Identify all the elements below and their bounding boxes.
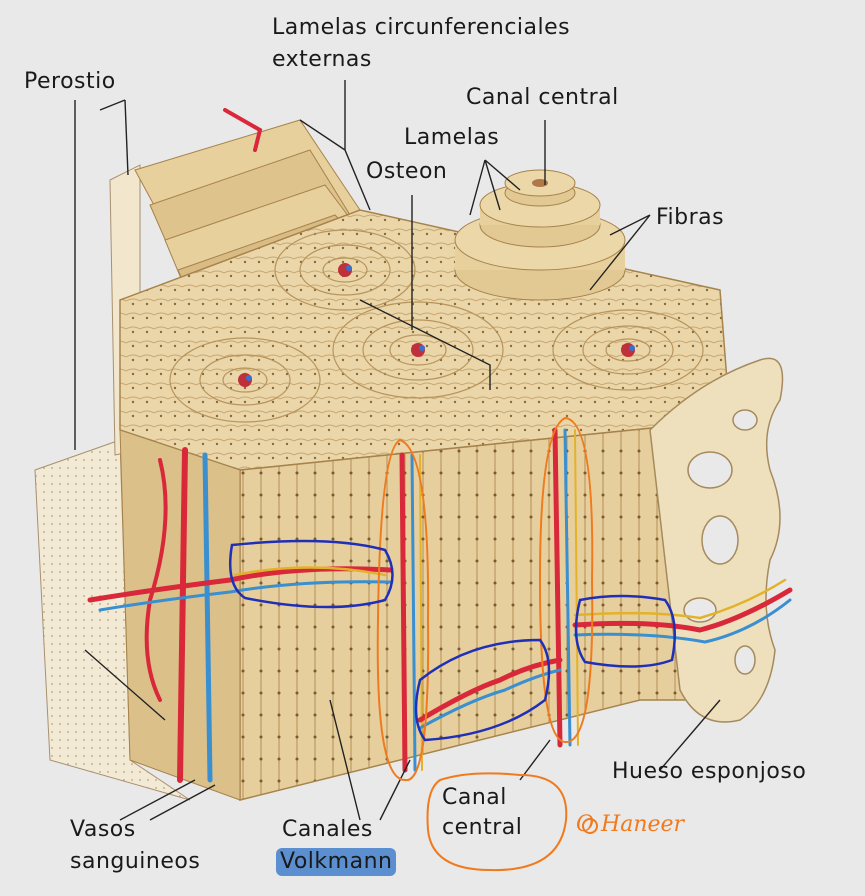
label-lamelas-externas: externas (272, 47, 372, 72)
label-central-bottom: central (442, 815, 523, 840)
blood-vessels (87, 108, 793, 783)
blue-markers (228, 539, 677, 742)
label-lamelas: Lamelas (404, 125, 500, 150)
label-lamelas-circunferenciales: Lamelas circunferenciales (272, 15, 571, 40)
label-hueso-esponjoso: Hueso esponjoso (612, 759, 807, 784)
label-canales: Canales (282, 817, 373, 842)
label-vasos: Vasos (70, 817, 136, 842)
label-periostio: Perostio (24, 69, 116, 94)
label-sanguineos: sanguineos (70, 849, 201, 874)
label-volkmann: Volkmann (276, 848, 397, 876)
leader-lines (74, 80, 721, 821)
osteon-lamellae-stack (454, 169, 626, 301)
label-canal-bottom: Canal (442, 785, 507, 810)
handwritten-note: O Haneer (576, 812, 685, 837)
orange-markers (376, 416, 598, 872)
label-canal-central-top: Canal central (466, 85, 619, 110)
label-fibras: Fibras (656, 205, 725, 230)
label-osteon: Osteon (366, 159, 448, 184)
